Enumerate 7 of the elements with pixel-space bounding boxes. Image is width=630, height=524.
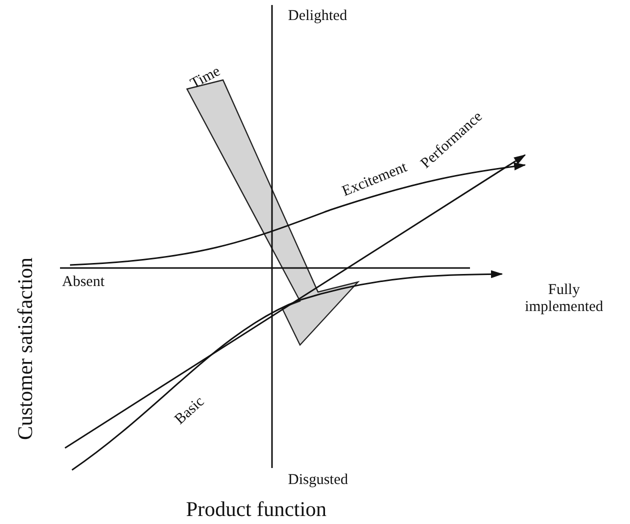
axis-title: Product function [186, 498, 327, 522]
axis-end-label: Absent [62, 274, 104, 290]
axis-end-label: Disgusted [288, 472, 348, 488]
axis-end-label: Fully implemented [524, 282, 604, 315]
curve-label: Time [188, 63, 224, 93]
axis-title: Customer satisfaction [14, 257, 38, 440]
axis-end-label: Delighted [288, 8, 348, 24]
